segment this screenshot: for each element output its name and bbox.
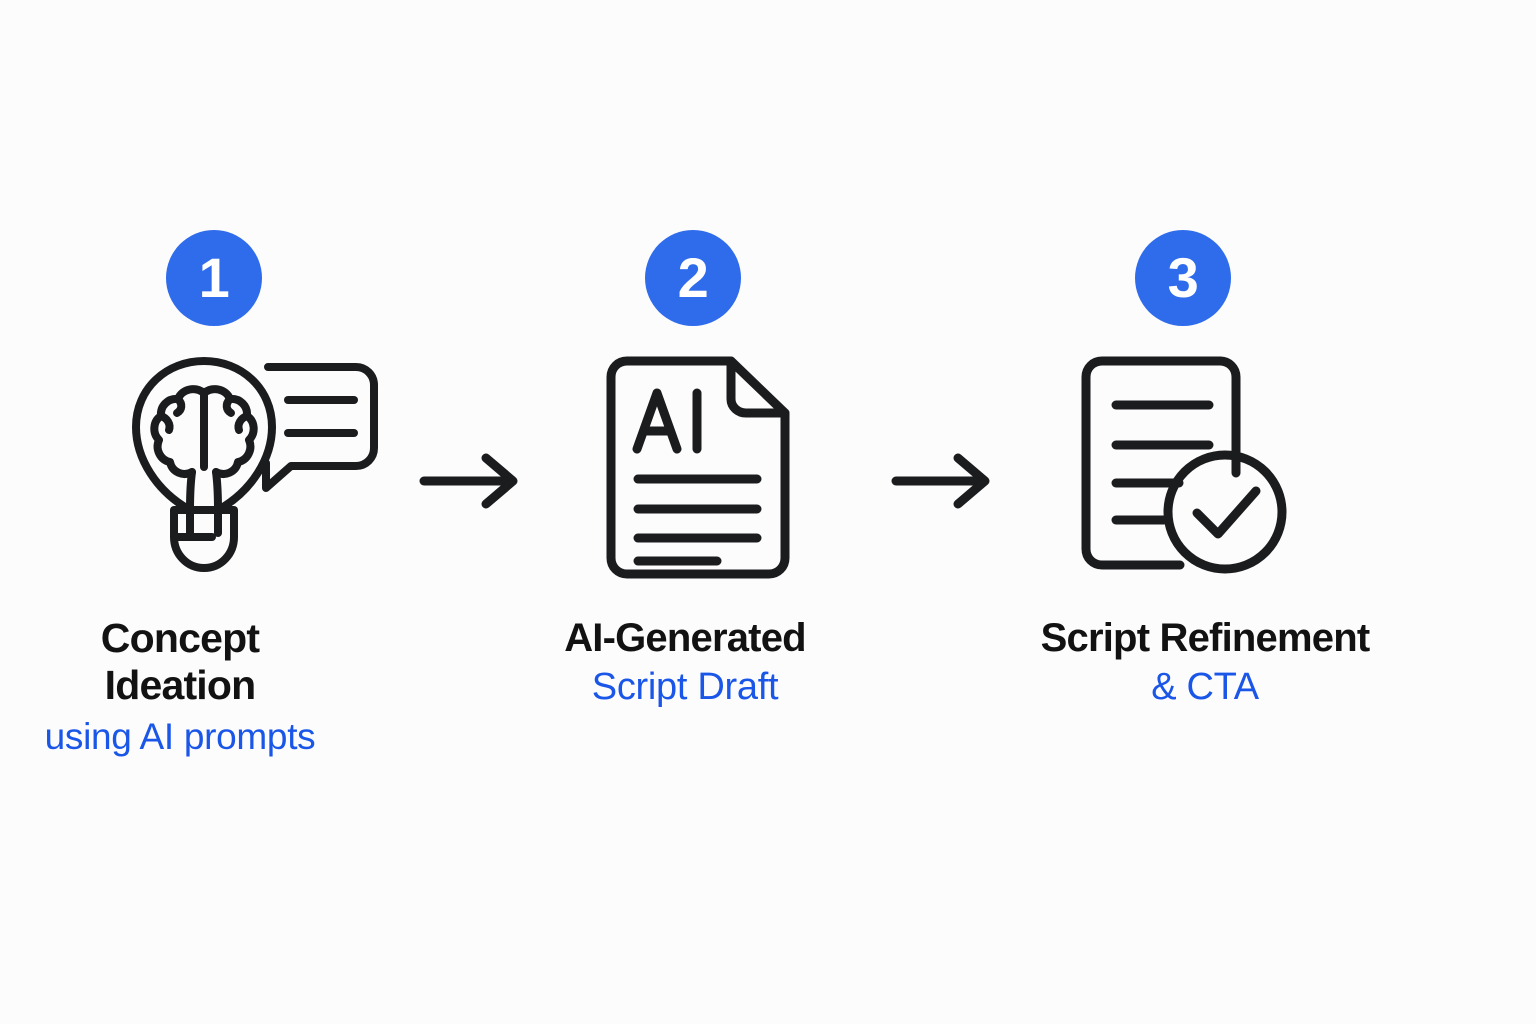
arrow-step1-to-step2-icon (418, 450, 528, 517)
step-3-subtitle: & CTA (1151, 666, 1259, 708)
step-1-caption: Concept Ideation using AI prompts (0, 615, 395, 760)
step-3-caption: Script Refinement & CTA (990, 615, 1420, 711)
step-3: 3 Script Refinement & CTA (970, 230, 1400, 830)
arrow-step2-to-step3-icon (890, 450, 1000, 517)
step-2-title: AI-Generated (564, 616, 806, 660)
step-1-number-badge: 1 (166, 230, 262, 326)
step-1-number: 1 (198, 246, 230, 309)
step-2-subtitle: Script Draft (591, 666, 779, 708)
step-1-title: Concept Ideation (100, 615, 260, 709)
step-1: 1 (0, 230, 430, 830)
step-3-number: 3 (1167, 246, 1199, 309)
step-2-caption: AI-Generated Script Draft (470, 615, 900, 711)
step-2-number-badge: 2 (645, 230, 741, 326)
ai-document-icon (605, 355, 795, 585)
step-2-number: 2 (677, 246, 709, 309)
step-3-number-badge: 3 (1135, 230, 1231, 326)
lightbulb-brain-speech-bubble-icon (120, 355, 390, 585)
step-2: 2 AI-Generated Script Draf (480, 230, 910, 830)
document-check-icon (1080, 355, 1290, 585)
step-1-subtitle: using AI prompts (44, 716, 316, 758)
step-3-title: Script Refinement (1040, 616, 1370, 660)
